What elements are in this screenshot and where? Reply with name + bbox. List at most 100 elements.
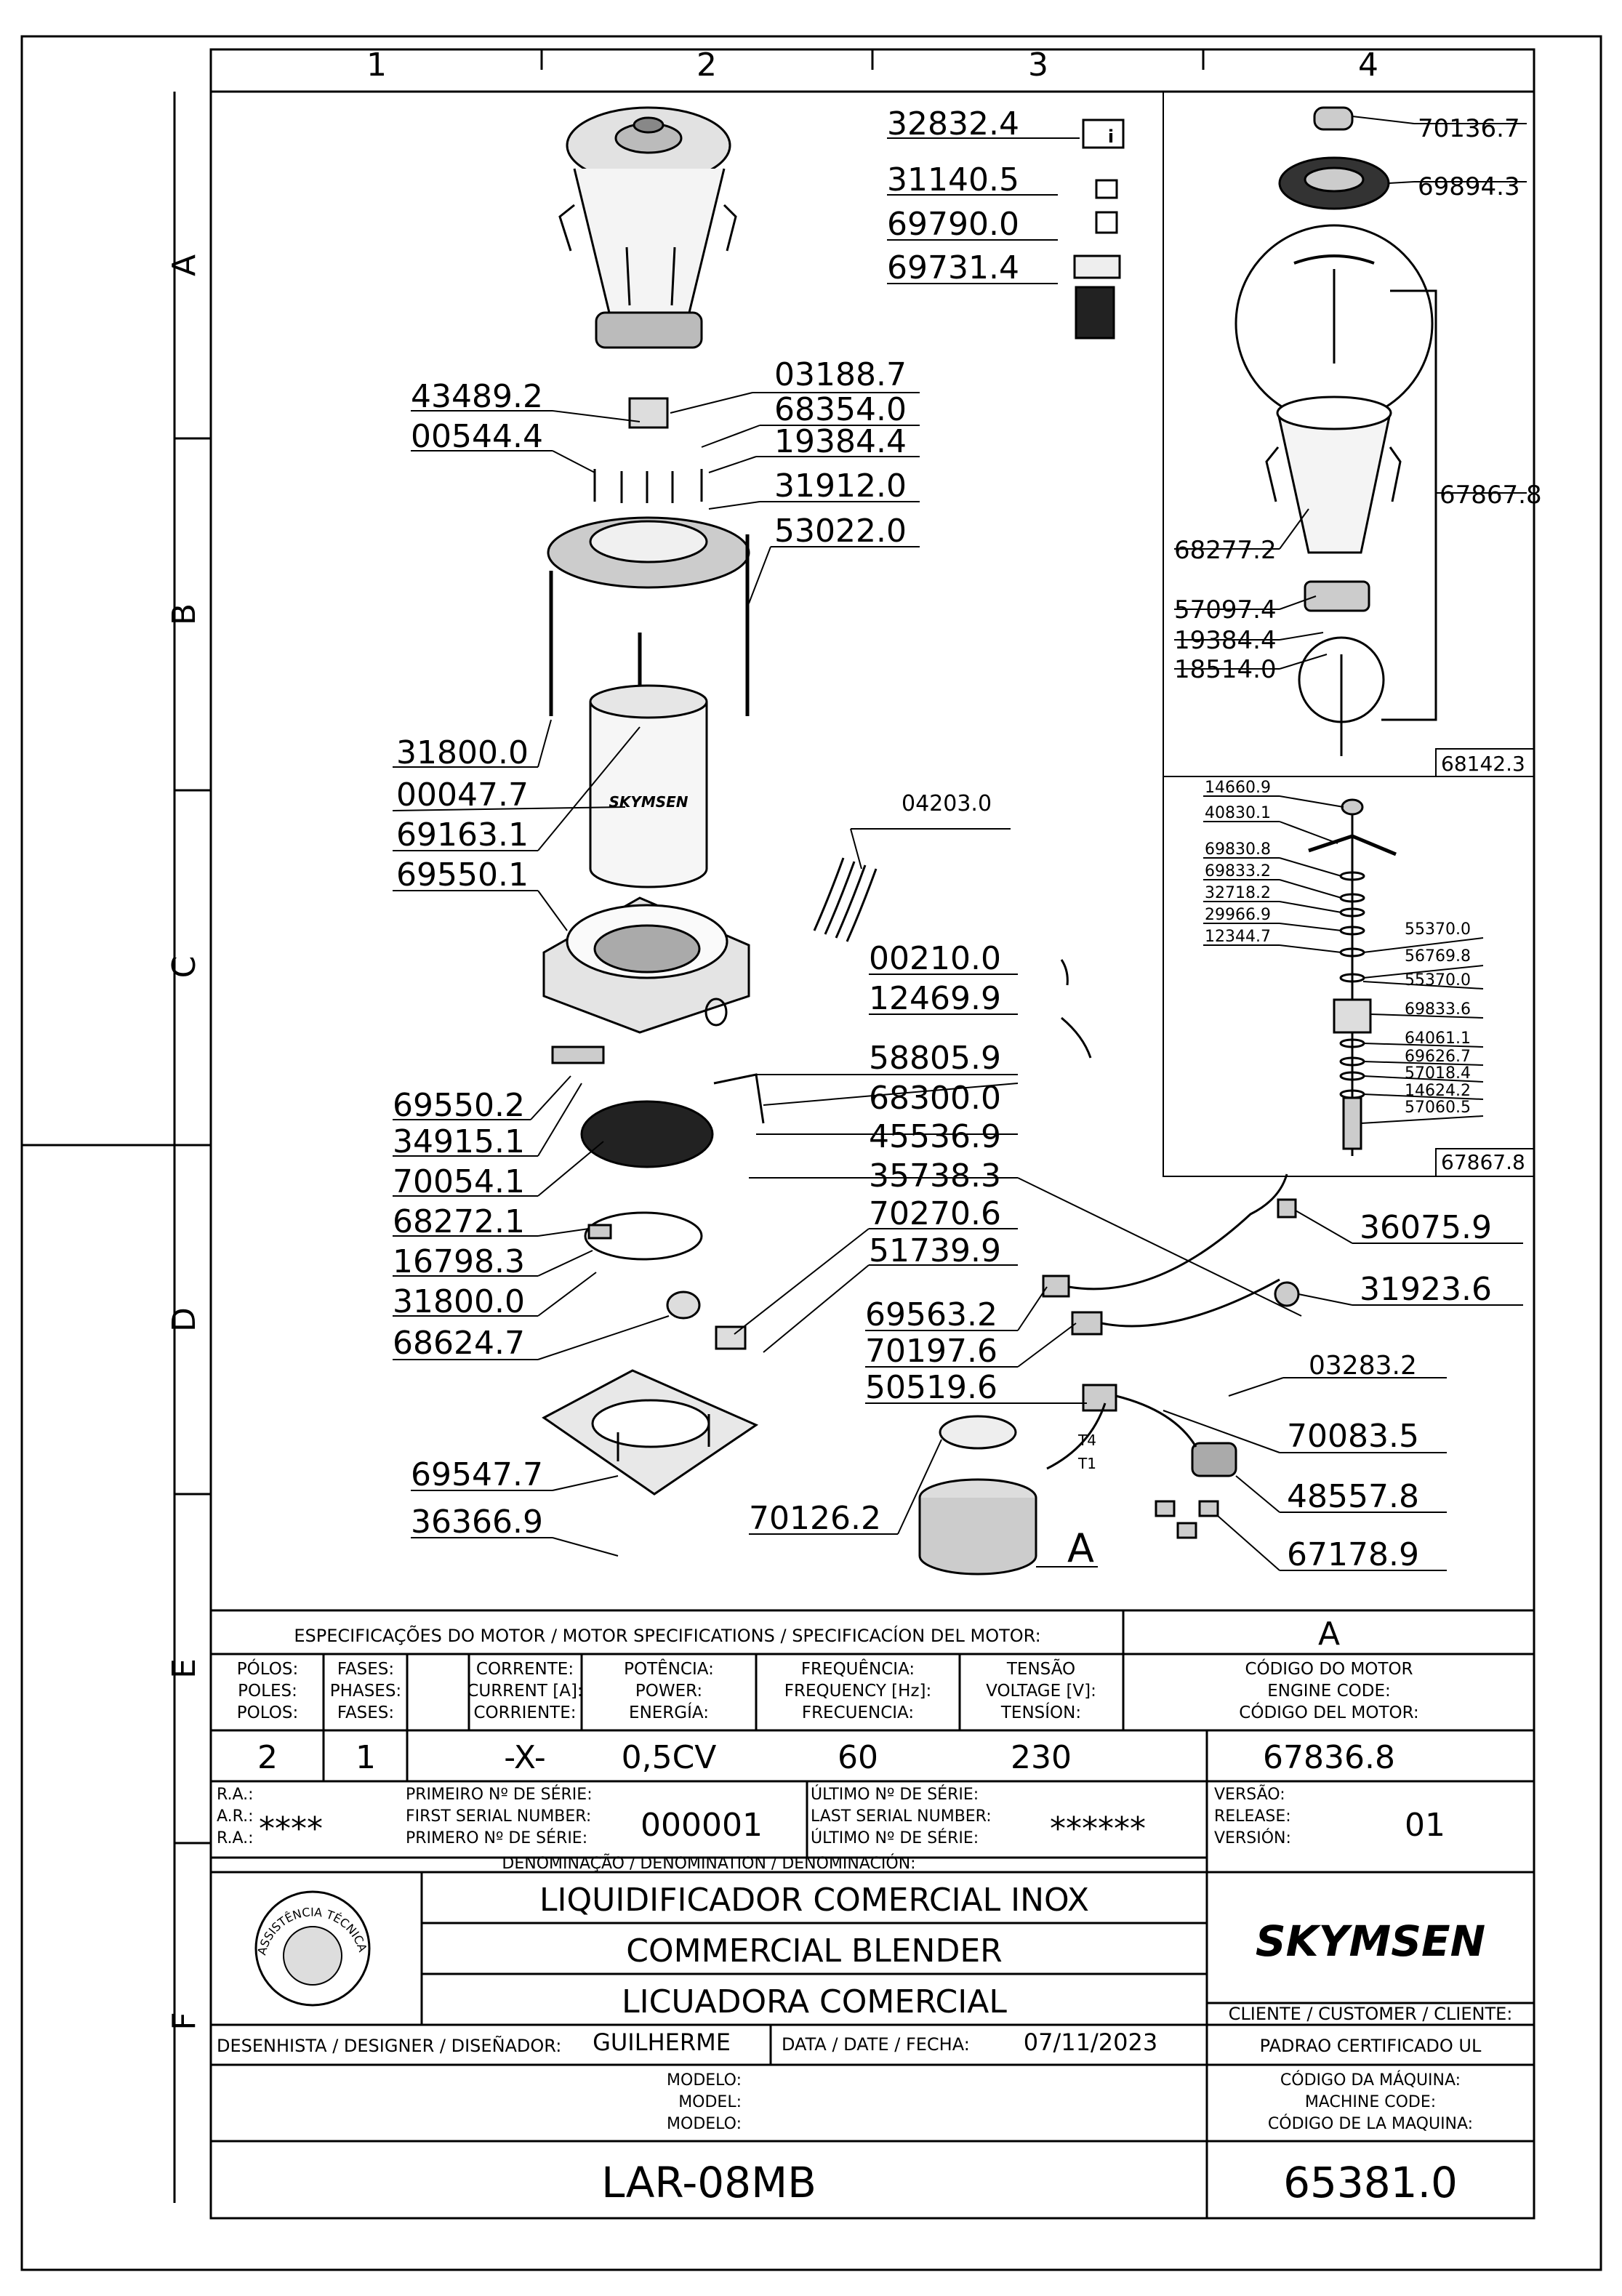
product-name-en: COMMERCIAL BLENDER bbox=[626, 1932, 1002, 1970]
current-value: -X- bbox=[504, 1739, 546, 1776]
motor-housing-illustration: SKYMSEN bbox=[589, 684, 708, 888]
brand-logo: SKYMSEN bbox=[1256, 1916, 1485, 1966]
voltage-value: 230 bbox=[1011, 1739, 1072, 1776]
spring-illustration bbox=[813, 857, 878, 942]
part-number: 03283.2 bbox=[1309, 1351, 1417, 1381]
part-number: 19384.4 bbox=[1174, 626, 1277, 655]
wire-label: T1 bbox=[1077, 1455, 1096, 1472]
part-number: 31912.0 bbox=[774, 467, 907, 505]
part-number: 69626.7 bbox=[1405, 1048, 1471, 1066]
part-number: 45536.9 bbox=[869, 1118, 1001, 1155]
row-label: E bbox=[166, 1658, 203, 1679]
column-label: 1 bbox=[366, 47, 387, 84]
column-label: 2 bbox=[696, 47, 717, 84]
part-number: 70197.6 bbox=[865, 1333, 997, 1370]
lid-cap-illustration bbox=[1313, 106, 1354, 131]
svg-text:CORRENTE:: CORRENTE: bbox=[476, 1660, 574, 1679]
motor-spec-headers: PÓLOS: POLES: POLOS: FASES: PHASES: FASE… bbox=[237, 1658, 1419, 1722]
part-number: 40830.1 bbox=[1205, 804, 1271, 822]
part-number: 31800.0 bbox=[396, 734, 529, 771]
part-number: 68300.0 bbox=[869, 1080, 1001, 1117]
part-number: 70136.7 bbox=[1418, 114, 1520, 143]
svg-text:CÓDIGO DEL MOTOR:: CÓDIGO DEL MOTOR: bbox=[1239, 1702, 1418, 1722]
part-number: 53022.0 bbox=[774, 513, 907, 550]
blade-detail-box bbox=[1163, 776, 1535, 1177]
phases-value: 1 bbox=[356, 1739, 376, 1776]
part-number: 55370.0 bbox=[1405, 971, 1471, 990]
model-label: MODEL: bbox=[678, 2093, 742, 2111]
svg-text:i: i bbox=[1108, 127, 1114, 147]
svg-text:PRIMEIRO Nº DE SÉRIE:: PRIMEIRO Nº DE SÉRIE: bbox=[406, 1785, 593, 1804]
part-labels: 43489.2 00544.4 03188.7 68354.0 19384.4 … bbox=[393, 105, 1542, 1573]
client-value: PADRAO CERTIFICADO UL bbox=[1260, 2036, 1482, 2056]
denomination-label: DENOMINAÇÃO / DENOMINATION / DENOMINACIÓ… bbox=[502, 1853, 915, 1873]
part-number: 19384.4 bbox=[774, 423, 907, 460]
svg-text:POTÊNCIA:: POTÊNCIA: bbox=[624, 1658, 714, 1679]
motor-spec-title: ESPECIFICAÇÕES DO MOTOR / MOTOR SPECIFIC… bbox=[294, 1624, 1040, 1646]
part-number: 70270.6 bbox=[869, 1195, 1001, 1232]
svg-text:FASES:: FASES: bbox=[337, 1660, 394, 1679]
product-name-pt: LIQUIDIFICADOR COMERCIAL INOX bbox=[539, 1882, 1089, 1919]
client-label: CLIENTE / CUSTOMER / CLIENTE: bbox=[1229, 2004, 1513, 2024]
label-icon bbox=[1095, 179, 1118, 199]
part-number: 31140.5 bbox=[887, 161, 1019, 198]
part-number: 64061.1 bbox=[1405, 1029, 1471, 1048]
designer-value: GUILHERME bbox=[593, 2028, 731, 2056]
first-serial-value: 000001 bbox=[641, 1807, 763, 1844]
row-label: D bbox=[166, 1307, 203, 1332]
part-number: 70126.2 bbox=[749, 1500, 881, 1537]
blade-detail-illustration bbox=[1308, 798, 1397, 1156]
part-number: 69163.1 bbox=[396, 816, 529, 854]
part-number: 03188.7 bbox=[774, 356, 907, 393]
product-name-es: LICUADORA COMERCIAL bbox=[622, 1983, 1007, 2020]
part-number: 69894.3 bbox=[1418, 172, 1520, 201]
part-number: 48557.8 bbox=[1287, 1478, 1419, 1515]
svg-text:LAST SERIAL NUMBER:: LAST SERIAL NUMBER: bbox=[811, 1807, 992, 1826]
part-number: 68272.1 bbox=[393, 1203, 525, 1240]
leader-lines bbox=[392, 137, 1523, 1571]
engine-code-value: 67836.8 bbox=[1263, 1739, 1395, 1776]
svg-text:POWER:: POWER: bbox=[635, 1682, 702, 1701]
part-number: 69550.1 bbox=[396, 856, 529, 894]
svg-text:PÓLOS:: PÓLOS: bbox=[237, 1658, 298, 1679]
svg-text:TENSÃO: TENSÃO bbox=[1006, 1658, 1075, 1679]
coupler-illustration bbox=[628, 397, 669, 429]
part-number: 69563.2 bbox=[865, 1296, 997, 1333]
frequency-value: 60 bbox=[838, 1739, 878, 1776]
title-block-grid bbox=[211, 1609, 1534, 2218]
part-number: 51739.9 bbox=[869, 1232, 1001, 1269]
motor-plate-illustration bbox=[584, 1211, 703, 1261]
part-number: 58805.9 bbox=[869, 1040, 1001, 1077]
motor-spec-values: 2 1 -X- 0,5CV 60 230 67836.8 bbox=[257, 1739, 1395, 1776]
part-number: 68624.7 bbox=[393, 1325, 525, 1362]
warning-card-icon bbox=[1075, 286, 1115, 340]
svg-text:FREQUENCY [Hz]:: FREQUENCY [Hz]: bbox=[784, 1682, 932, 1701]
blender-assembly: SKYMSEN bbox=[542, 106, 1300, 1576]
part-number: 04203.0 bbox=[902, 791, 992, 816]
part-number: 43489.2 bbox=[411, 378, 543, 415]
machine-code-label: CÓDIGO DA MÁQUINA: bbox=[1280, 2071, 1461, 2090]
part-number: 57018.4 bbox=[1405, 1064, 1471, 1083]
manual-icon bbox=[1082, 119, 1125, 149]
fan-illustration bbox=[580, 1100, 714, 1168]
part-number: 55370.0 bbox=[1405, 920, 1471, 939]
part-number: 69833.2 bbox=[1205, 862, 1271, 880]
document-icons: i bbox=[1073, 119, 1125, 340]
motor-detail-letter: A bbox=[1318, 1615, 1340, 1653]
part-number: 69547.7 bbox=[411, 1456, 543, 1493]
part-number: 69830.8 bbox=[1205, 840, 1271, 859]
svg-text:PRIMERO Nº DE SÉRIE:: PRIMERO Nº DE SÉRIE: bbox=[406, 1829, 587, 1847]
part-number: 29966.9 bbox=[1205, 906, 1271, 924]
title-block-text: ESPECIFICAÇÕES DO MOTOR / MOTOR SPECIFIC… bbox=[217, 1615, 1512, 2207]
row-label: F bbox=[166, 2012, 203, 2030]
part-number: 56769.8 bbox=[1405, 947, 1471, 966]
svg-text:POLES:: POLES: bbox=[238, 1682, 297, 1701]
svg-text:FRECUENCIA:: FRECUENCIA: bbox=[802, 1703, 914, 1722]
svg-text:FREQUÊNCIA:: FREQUÊNCIA: bbox=[801, 1658, 915, 1679]
machine-code-label: CÓDIGO DE LA MAQUINA: bbox=[1268, 2114, 1473, 2133]
part-number: 34915.1 bbox=[393, 1123, 525, 1160]
base-illustration bbox=[542, 896, 750, 1034]
grid-labels: 1 2 3 4 A B C D E F bbox=[166, 47, 1378, 2031]
version-value: 01 bbox=[1405, 1807, 1445, 1844]
part-number: 70054.1 bbox=[393, 1163, 525, 1200]
